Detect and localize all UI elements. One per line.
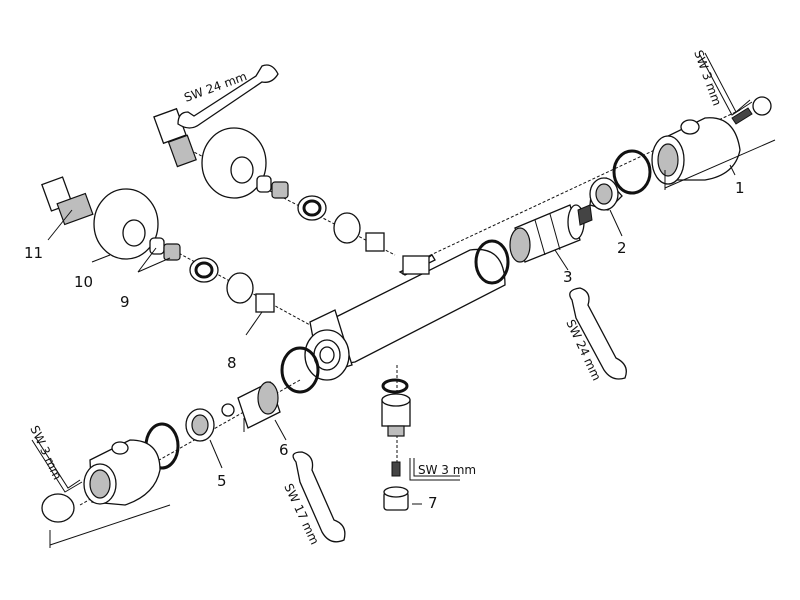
callout-7: 7 [428, 494, 438, 512]
wrench-bottom [292, 451, 346, 543]
wrench-right [569, 287, 627, 380]
lower-left-handle [31, 437, 161, 523]
top-left-angle-valve [153, 107, 385, 252]
part-9-filters [149, 237, 181, 261]
part-1-right-handle [651, 52, 772, 185]
part-3-cartridge [474, 204, 593, 285]
part-8-check-valve [189, 257, 275, 313]
key-label-top-right: SW 3 mm [691, 48, 724, 107]
callout-1: 1 [735, 179, 745, 197]
wrench-top-left [177, 64, 279, 129]
callout-8: 8 [227, 354, 237, 372]
callout-3: 3 [563, 268, 573, 286]
callout-10: 10 [74, 273, 93, 291]
callout-9: 9 [120, 293, 130, 311]
callout-2: 2 [617, 239, 627, 257]
thermostat-body [304, 248, 506, 381]
callout-6: 6 [279, 441, 289, 459]
part-11-angle-valve [41, 176, 94, 226]
part-5-nut [144, 408, 215, 470]
part-7-plug [381, 378, 460, 511]
callout-11: 11 [24, 244, 43, 262]
key-label-bottom-center: SW 3 mm [418, 463, 476, 477]
leader-lines [47, 209, 623, 469]
key-label-bottom-left: SW 3 mm [27, 423, 64, 482]
callout-labels: 1 2 3 5 6 7 8 9 10 11 [24, 179, 745, 512]
part-6-cartridge [221, 346, 320, 432]
part-2-ring-nut [589, 149, 652, 211]
lower-left-bracket [49, 504, 171, 548]
part-10-rosette [93, 188, 159, 260]
part-1-bracket [664, 139, 776, 190]
callout-5: 5 [217, 472, 227, 490]
